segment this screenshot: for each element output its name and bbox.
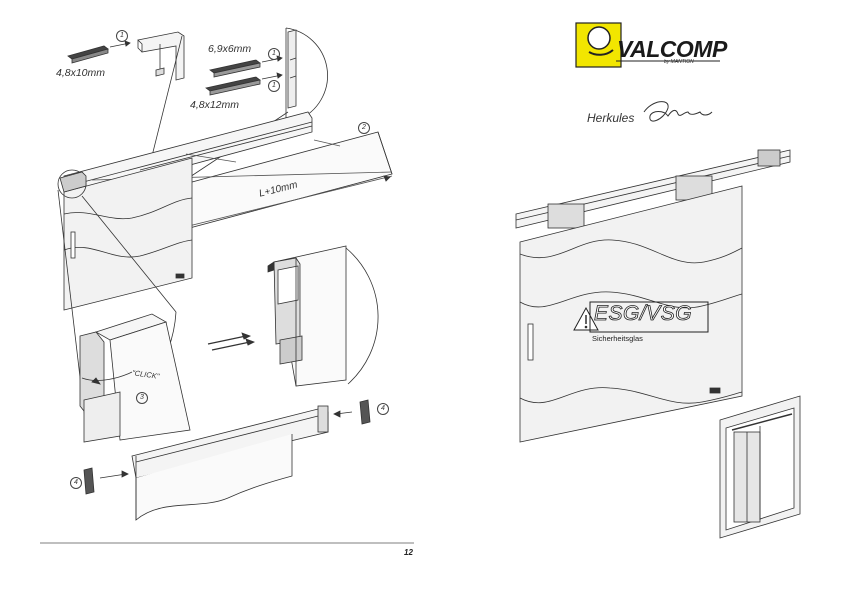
page-number: 12 (404, 548, 413, 557)
end-cap-right-drawing (333, 399, 371, 425)
door-panel-drawing (63, 157, 193, 311)
bottom-rail-drawing (131, 405, 329, 521)
end-cap-left-drawing (83, 467, 129, 495)
product-name: Herkules (587, 111, 635, 125)
dim-seal-small: 6,9x6mm (208, 43, 252, 55)
step-1-callout: 1 (116, 30, 128, 42)
warning-triangle-icon (573, 306, 599, 331)
dim-cap-profile: 4,8x10mm (56, 67, 106, 79)
step-1-callout-lower: 1 (268, 80, 280, 92)
brand-tagline: by MANTION (664, 59, 694, 65)
valcomp-logo-mark (575, 22, 720, 68)
glas-signature-drawing (643, 101, 713, 122)
step-4-callout-left: 4 (70, 477, 82, 489)
glass-type-label: ESG/VSG (594, 302, 693, 326)
sliding-door-drawing (515, 149, 791, 443)
safety-glass-label: Sicherheitsglas (592, 334, 643, 343)
end-cap-part-drawing (137, 31, 185, 81)
step-4-callout-right: 4 (377, 403, 389, 415)
seal-strips-drawing (205, 55, 283, 96)
cap-strip-drawing (67, 40, 131, 64)
brand-name: VALCOMP (617, 36, 727, 62)
step-1-callout-upper: 1 (268, 48, 280, 60)
esg-label-frame (589, 301, 709, 333)
dim-seal-large: 4,8x12mm (190, 99, 240, 111)
doorway-thumbnail-drawing (719, 395, 801, 539)
step-2-callout: 2 (358, 122, 370, 134)
step-3-callout: 3 (136, 392, 148, 404)
